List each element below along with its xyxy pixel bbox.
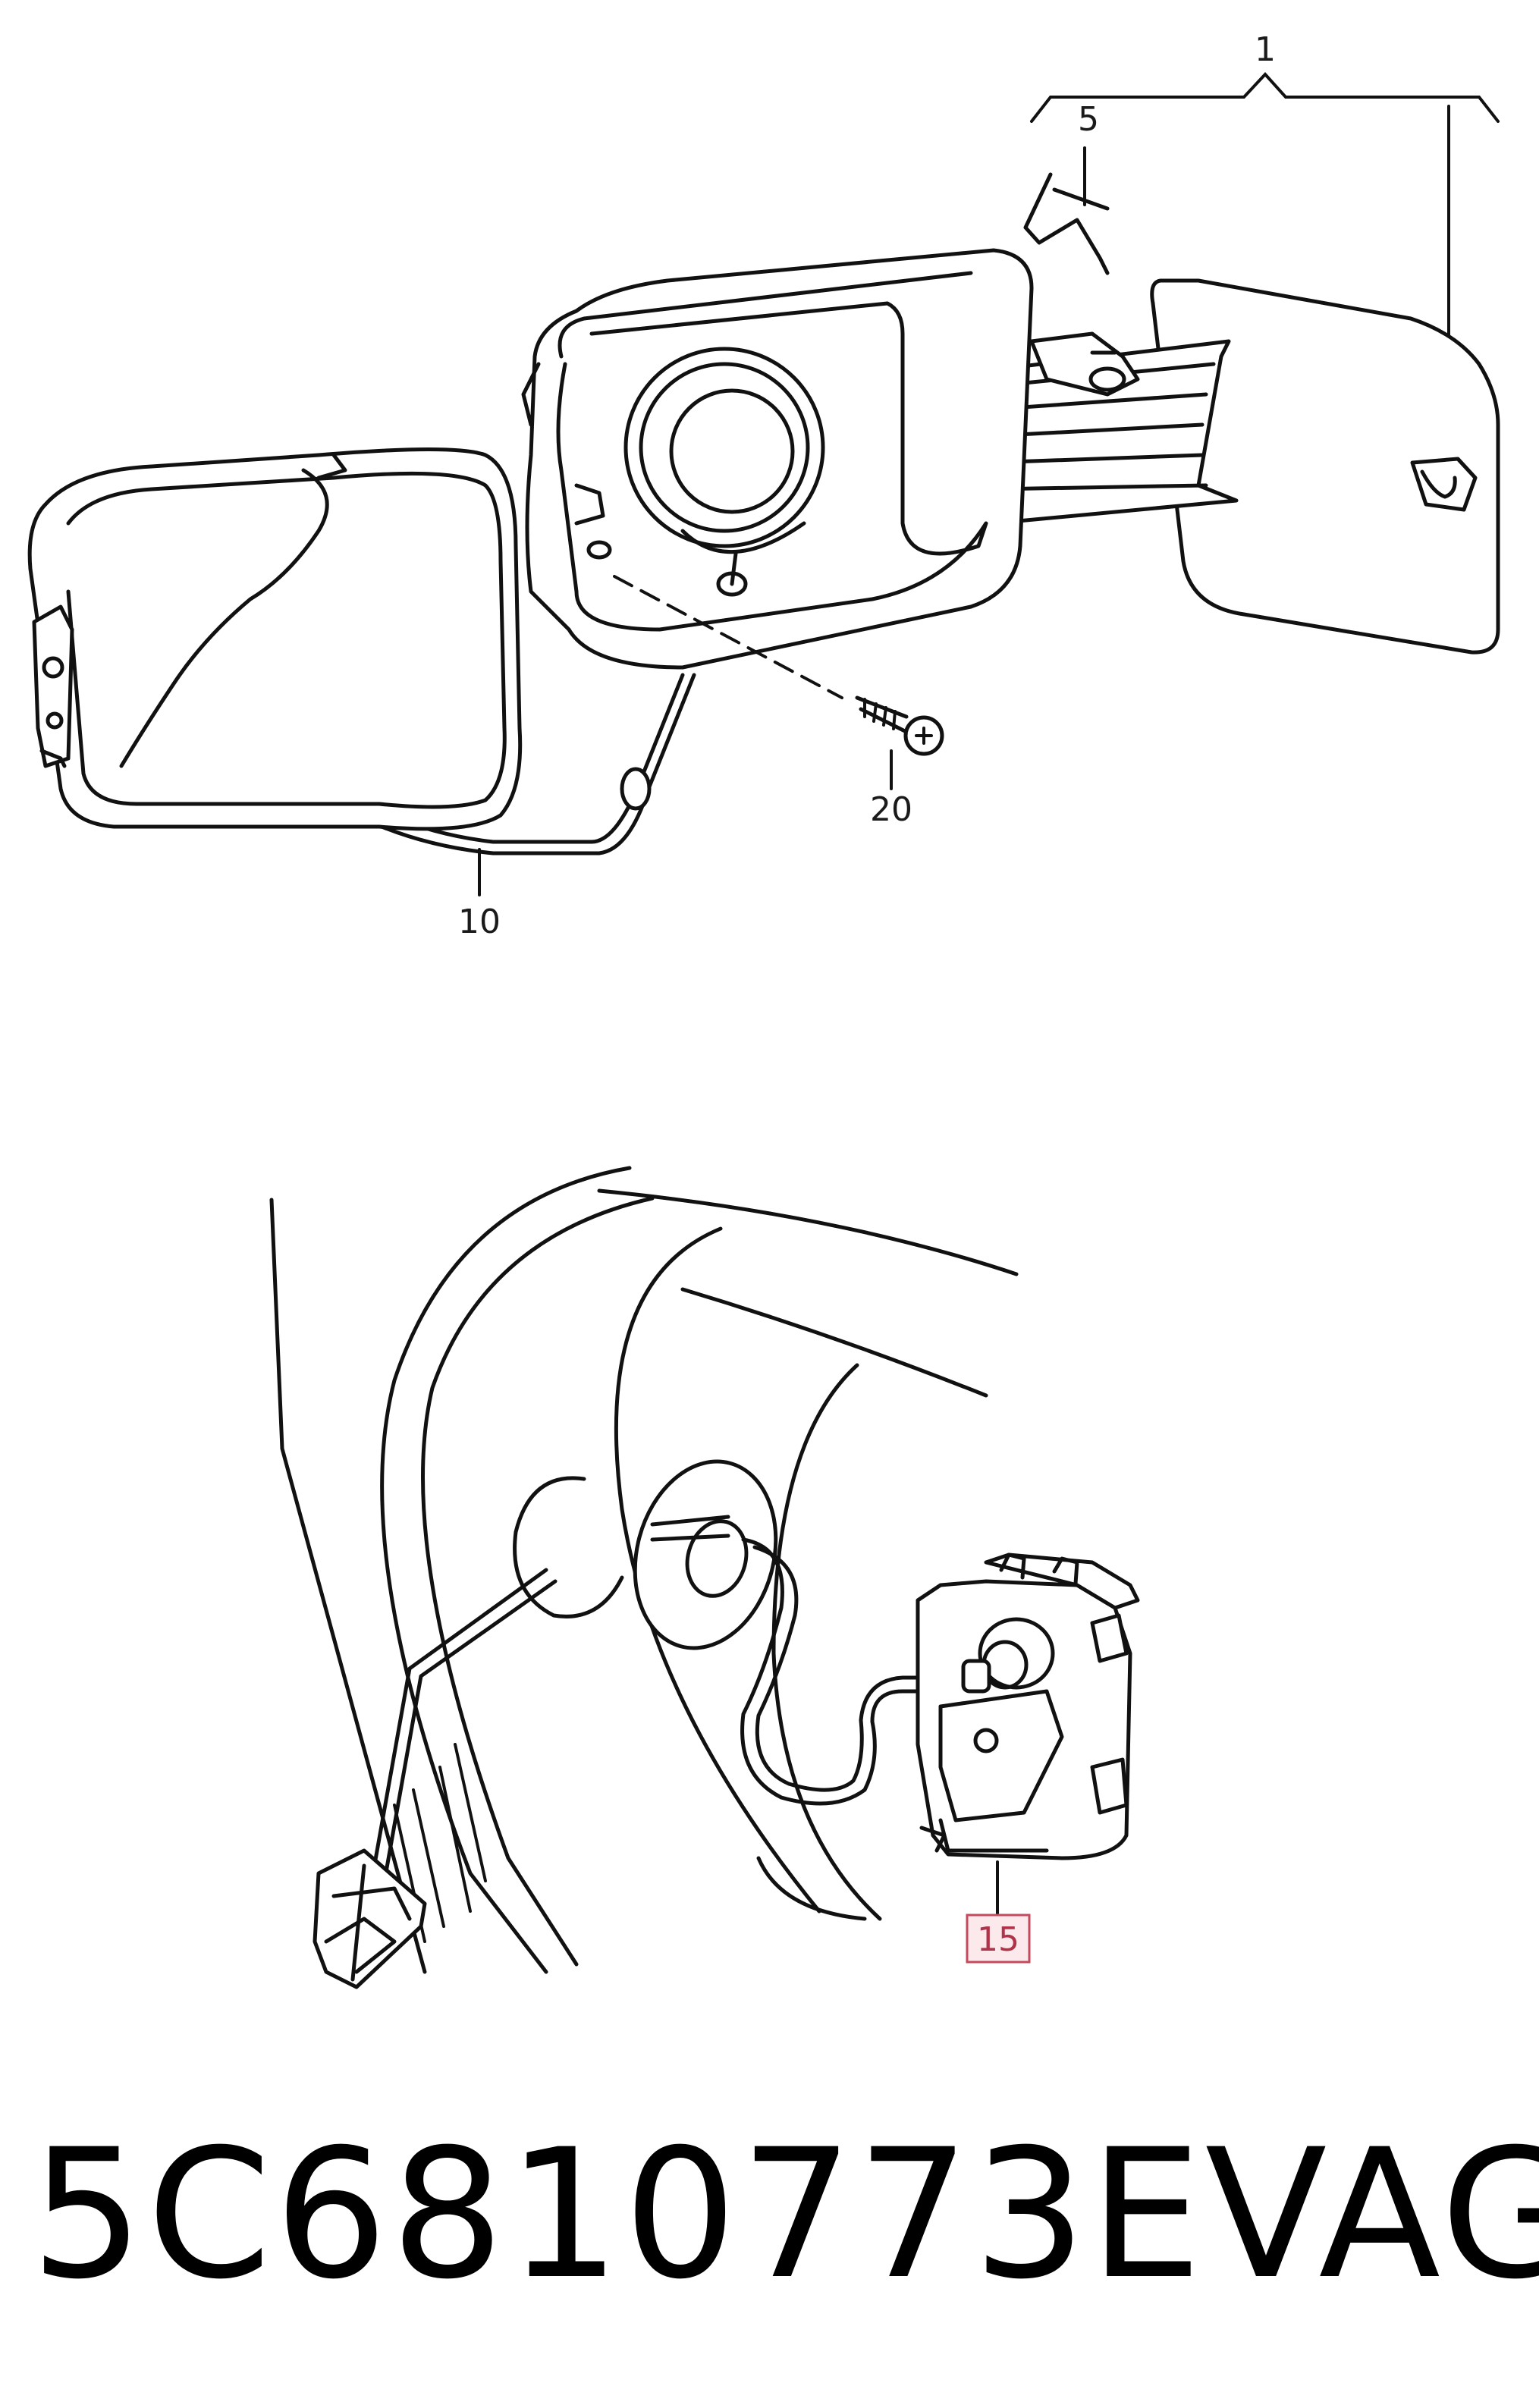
spring-clip-part xyxy=(1023,146,1110,275)
fuel-filler-assembly: 1 5 10 20 xyxy=(27,30,1500,941)
callout-10-label: 10 xyxy=(458,903,501,941)
screw-part xyxy=(613,575,944,790)
tank-flap-part xyxy=(1150,278,1500,655)
grommet-and-cable xyxy=(369,1459,947,1887)
hinge-arm-part xyxy=(976,331,1239,526)
filler-housing-part xyxy=(521,248,1034,670)
actuator-installation-view: 15 xyxy=(269,1166,1140,1989)
part-number: 5C6810773E xyxy=(30,2111,1205,2319)
brand-name: VAG xyxy=(1205,2111,1539,2319)
callout-1-bracket xyxy=(1030,72,1500,343)
part-caption: 5C6810773E VAG xyxy=(30,2101,1539,2328)
callout-20-label: 20 xyxy=(870,790,912,829)
connector-plug-part xyxy=(313,1848,427,1989)
body-contour xyxy=(269,1166,1019,1974)
callout-5-label: 5 xyxy=(1078,100,1099,139)
inner-panel-part xyxy=(27,447,523,831)
fuel-door-actuator-part xyxy=(916,1552,1140,1917)
callout-15-label: 15 xyxy=(977,1920,1019,1959)
callout-1-label: 1 xyxy=(1255,30,1276,69)
callout-15-highlight: 15 xyxy=(966,1914,1031,1964)
